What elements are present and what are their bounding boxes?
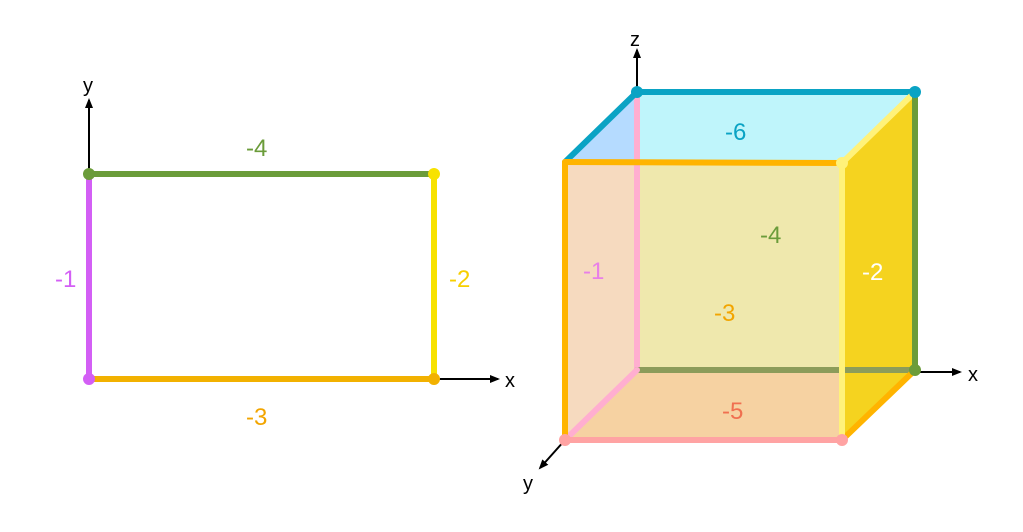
cube-edge-top-right: [839, 89, 918, 166]
cube-x-axis-label: x: [968, 364, 978, 386]
cube-vertex-top-back-left: [631, 86, 643, 98]
cube-edge-top-left: [562, 89, 640, 165]
rect-vertex-top-left: [83, 168, 95, 180]
cube-vertex-bottom-front-left: [559, 434, 571, 446]
cube-edge-back-inner-diag: [562, 367, 640, 443]
cube-vertex-bottom-back-right: [909, 364, 921, 376]
cube-label-right: -2: [862, 259, 883, 286]
cube-z-axis-label: z: [630, 29, 640, 51]
rectangle-diagram: y x -4 -1 -2 -3: [55, 75, 515, 431]
rect-vertex-bottom-right: [428, 373, 440, 385]
rect-y-axis-label: y: [83, 75, 93, 97]
rect-label-right: -2: [449, 266, 470, 293]
cube-label-back: -4: [760, 222, 781, 249]
cube-y-axis-label: y: [523, 473, 533, 495]
rect-label-top: -4: [246, 135, 267, 162]
rect-label-bottom: -3: [246, 404, 267, 431]
cube-edge-front-top: [562, 159, 845, 166]
cube-label-front: -3: [714, 300, 735, 327]
rect-vertex-bottom-left: [83, 373, 95, 385]
cube-vertex-top-back-right: [909, 86, 921, 98]
rect-label-left: -1: [55, 266, 76, 293]
cube-face-top: [565, 92, 915, 163]
cube-face-right: [842, 92, 915, 440]
rect-x-axis-label: x: [505, 370, 515, 392]
cube-label-top: -6: [725, 119, 746, 146]
cube-label-bottom: -5: [722, 398, 743, 425]
rect-vertex-top-right: [428, 168, 440, 180]
cube-edge-bottom-right: [839, 367, 918, 443]
cube-vertex-top-front-right: [836, 157, 848, 169]
cube-diagram: z x y -6 -4 -1 -2: [523, 29, 978, 495]
cube-y-axis: [538, 439, 566, 470]
cube-vertex-bottom-front-right: [836, 434, 848, 446]
cube-label-left: -1: [583, 258, 604, 285]
